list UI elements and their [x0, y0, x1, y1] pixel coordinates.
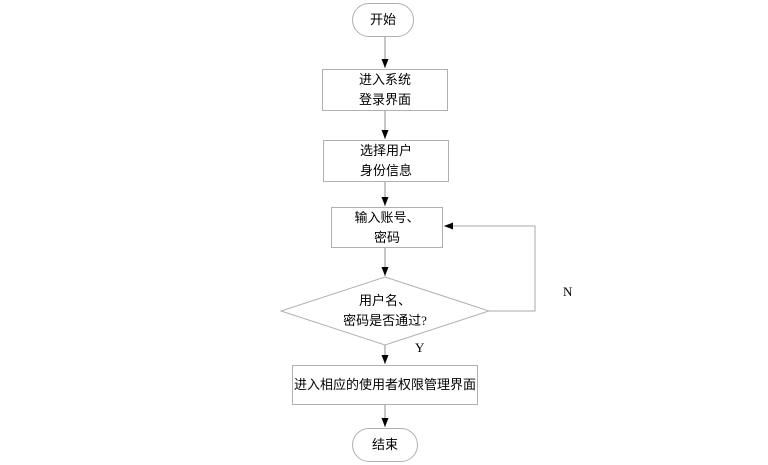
- end-label: 结束: [371, 437, 398, 452]
- branch-label-no: N: [563, 284, 573, 299]
- process-admin-label: 进入相应的使用者权限管理界面: [293, 377, 476, 392]
- decision-line2: 密码是否通过?: [343, 313, 427, 328]
- process-admin-interface: 进入相应的使用者权限管理界面: [292, 365, 478, 405]
- process-login-line2: 登录界面: [358, 92, 411, 107]
- process-input-line2: 密码: [373, 229, 400, 245]
- branch-label-yes: Y: [415, 340, 425, 355]
- process-select-line2: 身份信息: [359, 163, 412, 178]
- process-select-identity: 选择用户 身份信息: [323, 140, 449, 182]
- process-login-screen: 进入系统 登录界面: [322, 69, 448, 111]
- process-input-credentials: 输入账号、 密码: [331, 207, 443, 248]
- decision-line1: 用户名、: [358, 293, 411, 308]
- decision-credentials-check: 用户名、 密码是否通过?: [281, 290, 489, 332]
- end-terminator: 结束: [352, 428, 418, 462]
- process-login-line1: 进入系统: [358, 72, 411, 87]
- process-select-line1: 选择用户: [359, 143, 412, 158]
- process-input-line1: 输入账号、: [354, 209, 420, 225]
- start-label: 开始: [369, 12, 396, 27]
- start-terminator: 开始: [352, 3, 414, 37]
